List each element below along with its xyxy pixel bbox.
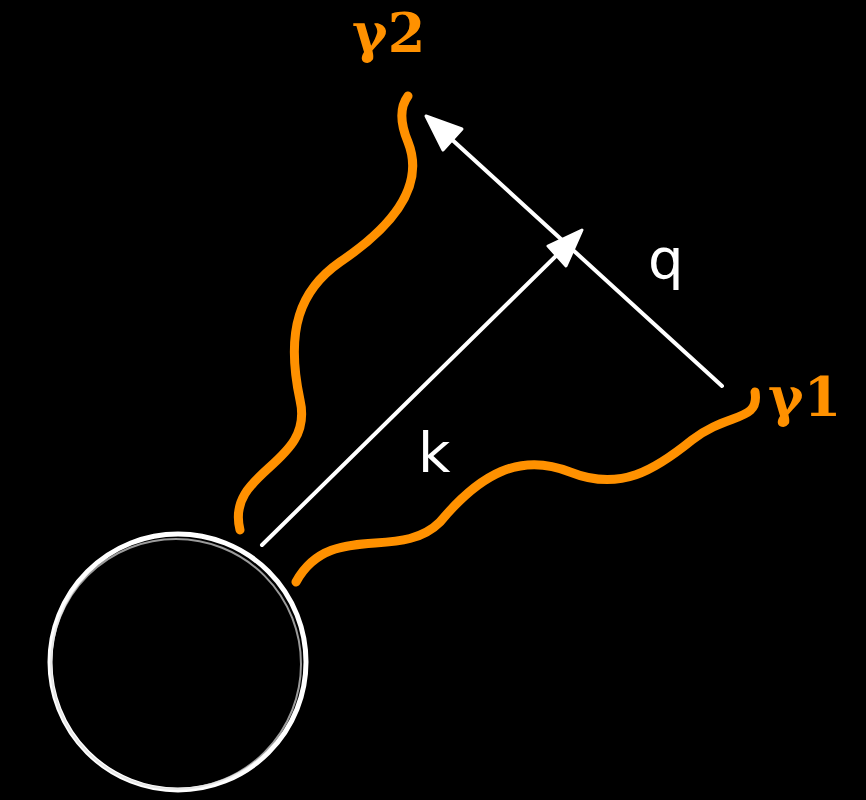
loop-circle-sketch [51,539,301,789]
photon-label: γ2 [352,4,425,63]
photon-label: γ1 [768,368,841,427]
momentum-arrow [448,136,722,386]
arrowhead [426,116,462,150]
photon-line [238,96,412,530]
momentum-arrow [262,252,560,545]
momentum-label: q [648,228,684,290]
photon-line [296,392,756,582]
loop-circle [50,534,306,790]
momentum-label: k [418,422,450,484]
arrowhead [548,230,582,266]
